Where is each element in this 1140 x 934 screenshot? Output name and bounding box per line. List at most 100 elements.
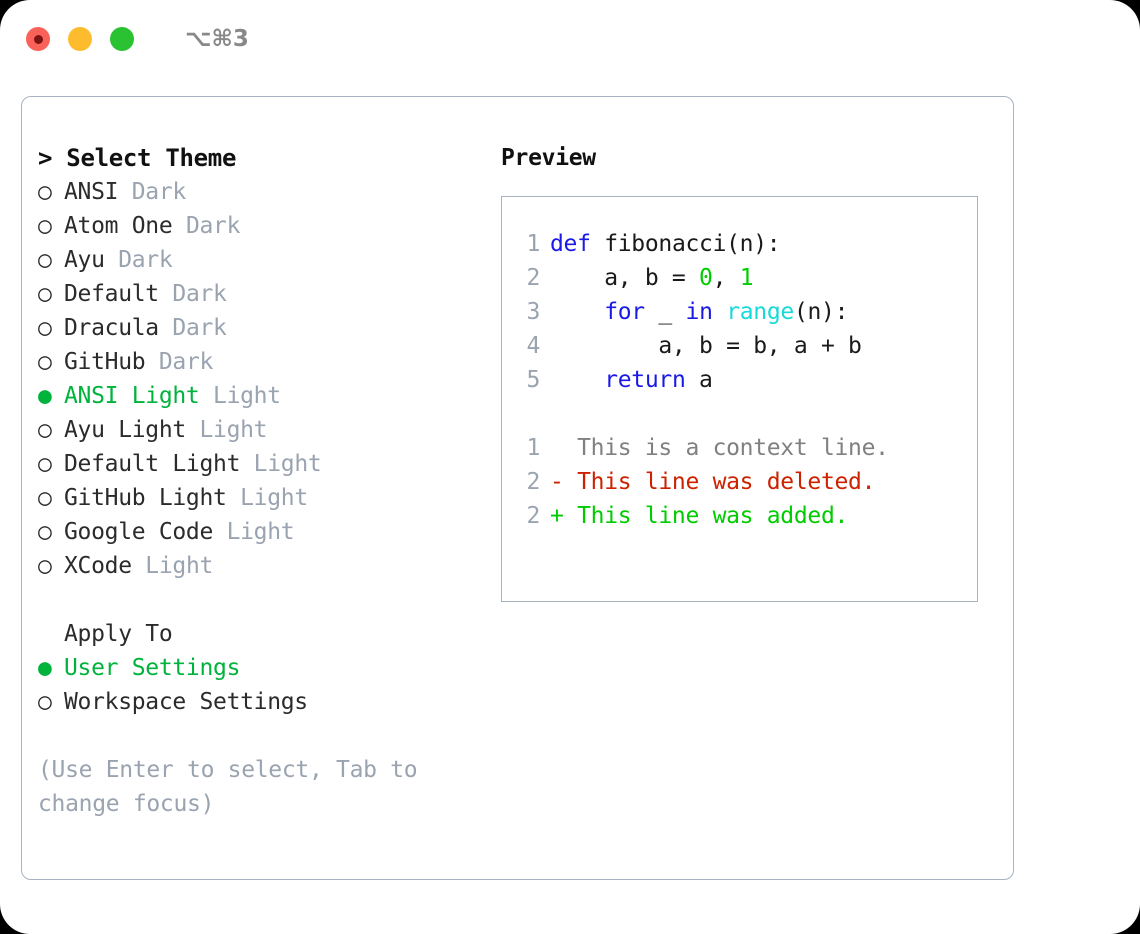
theme-selector-column: > Select Theme ○ANSI Dark○Atom One Dark○… — [38, 141, 478, 821]
code-line: 3 for _ in range(n): — [514, 295, 977, 329]
theme-option[interactable]: ○ Ayu Light Light — [38, 413, 478, 447]
theme-option[interactable]: ○GitHub Dark — [38, 345, 478, 379]
title-bar: ⌥⌘3 — [0, 0, 1140, 78]
code-token: fibonacci(n): — [590, 231, 781, 257]
theme-option[interactable]: ○ANSI Dark — [38, 175, 478, 209]
theme-name: Atom One — [64, 213, 186, 239]
code-token: , — [712, 265, 740, 291]
code-token: for — [604, 299, 645, 325]
theme-kind: Dark — [158, 349, 214, 375]
apply-to-heading: Apply To — [64, 621, 173, 647]
close-button[interactable] — [26, 27, 50, 51]
line-number: 3 — [526, 299, 540, 325]
line-number: 2 — [526, 503, 540, 529]
radio-unselected-icon: ○ — [38, 315, 52, 341]
theme-kind: Light — [145, 553, 214, 579]
code-line: 2 a, b = 0, 1 — [514, 261, 977, 295]
line-number: 4 — [526, 333, 540, 359]
radio-unselected-icon: ○ — [38, 553, 52, 579]
preview-heading: Preview — [501, 145, 596, 171]
theme-kind: Light — [240, 485, 308, 511]
apply-to-label: Workspace Settings — [64, 689, 308, 715]
minimize-button[interactable] — [68, 27, 92, 51]
code-token: a, b = — [550, 265, 700, 291]
theme-kind: Light — [226, 519, 295, 545]
radio-unselected-icon: ○ — [38, 689, 52, 715]
theme-kind: Dark — [131, 179, 187, 205]
theme-name: Dracula — [64, 315, 173, 341]
radio-unselected-icon: ○ — [38, 417, 52, 443]
code-line: 5 return a — [514, 363, 977, 397]
line-number: 1 — [526, 231, 540, 257]
theme-name: Default Light — [64, 451, 254, 477]
apply-to-option[interactable]: ○ Workspace Settings — [38, 685, 478, 719]
theme-option[interactable]: ○ XCode Light — [38, 549, 478, 583]
code-token: _ — [644, 299, 686, 325]
diff-sample: 1 This is a context line.2- This line wa… — [514, 431, 977, 533]
diff-text: This is a context line. — [550, 435, 889, 461]
code-token — [550, 299, 604, 325]
code-token: (n): — [793, 299, 849, 325]
radio-unselected-icon: ○ — [38, 485, 52, 511]
theme-kind: Dark — [118, 247, 173, 273]
code-token — [713, 299, 727, 325]
code-token: a, b = b, a + b — [550, 333, 862, 359]
code-token: a — [685, 367, 713, 393]
record-dot-icon — [33, 34, 43, 44]
code-token: range — [726, 299, 794, 325]
line-number: 1 — [526, 435, 540, 461]
theme-kind: Light — [253, 451, 322, 477]
theme-option[interactable]: ○ Ayu Dark — [38, 243, 478, 277]
radio-unselected-icon: ○ — [38, 451, 52, 477]
radio-selected-icon: ● — [38, 383, 52, 409]
theme-kind: Dark — [172, 281, 227, 307]
diff-text: - This line was deleted. — [550, 469, 876, 495]
theme-kind: Dark — [185, 213, 241, 239]
main-panel: > Select Theme ○ANSI Dark○Atom One Dark○… — [21, 96, 1014, 880]
code-token: in — [685, 299, 713, 325]
code-token: 0 — [699, 265, 713, 291]
select-theme-header: > Select Theme — [38, 144, 237, 172]
theme-name: ANSI — [64, 179, 132, 205]
radio-unselected-icon: ○ — [38, 247, 52, 273]
theme-option[interactable]: ○ Default Dark — [38, 277, 478, 311]
code-line: 1 def fibonacci(n): — [514, 227, 977, 261]
theme-option[interactable]: ○GitHub Light Light — [38, 481, 478, 515]
theme-option[interactable]: ○Dracula Dark — [38, 311, 478, 345]
diff-text: + This line was added. — [550, 503, 849, 529]
theme-option[interactable]: ○ Atom One Dark — [38, 209, 478, 243]
theme-list[interactable]: ○ANSI Dark○Atom One Dark○Ayu Dark○Defaul… — [38, 175, 478, 583]
theme-name: Default — [64, 281, 173, 307]
keyboard-shortcut-label: ⌥⌘3 — [185, 26, 249, 52]
code-line: 4 a, b = b, a + b — [514, 329, 977, 363]
diff-line: 2 + This line was added. — [514, 499, 977, 533]
theme-kind: Light — [213, 383, 281, 409]
apply-to-label: User Settings — [64, 655, 241, 681]
code-token: 1 — [739, 265, 754, 291]
theme-option[interactable]: ○ Default Light Light — [38, 447, 478, 481]
theme-option[interactable]: ○Google Code Light — [38, 515, 478, 549]
theme-name: ANSI Light — [64, 383, 214, 409]
apply-to-list[interactable]: ● User Settings ○ Workspace Settings — [38, 651, 478, 719]
line-number: 5 — [526, 367, 540, 393]
theme-option[interactable]: ● ANSI Light Light — [38, 379, 478, 413]
line-number: 2 — [526, 265, 540, 291]
radio-selected-icon: ● — [38, 655, 52, 681]
maximize-button[interactable] — [110, 27, 134, 51]
window-controls — [26, 27, 134, 51]
code-diff-gap — [514, 397, 977, 431]
theme-name: Ayu — [64, 247, 119, 273]
theme-kind: Light — [199, 417, 268, 443]
apply-to-option[interactable]: ● User Settings — [38, 651, 478, 685]
radio-unselected-icon: ○ — [38, 281, 52, 307]
theme-name: Ayu Light — [64, 417, 200, 443]
theme-name: XCode — [64, 553, 146, 579]
code-token: def — [550, 231, 591, 257]
diff-line: 2- This line was deleted. — [514, 465, 977, 499]
radio-unselected-icon: ○ — [38, 213, 52, 239]
theme-name: GitHub — [64, 349, 159, 375]
